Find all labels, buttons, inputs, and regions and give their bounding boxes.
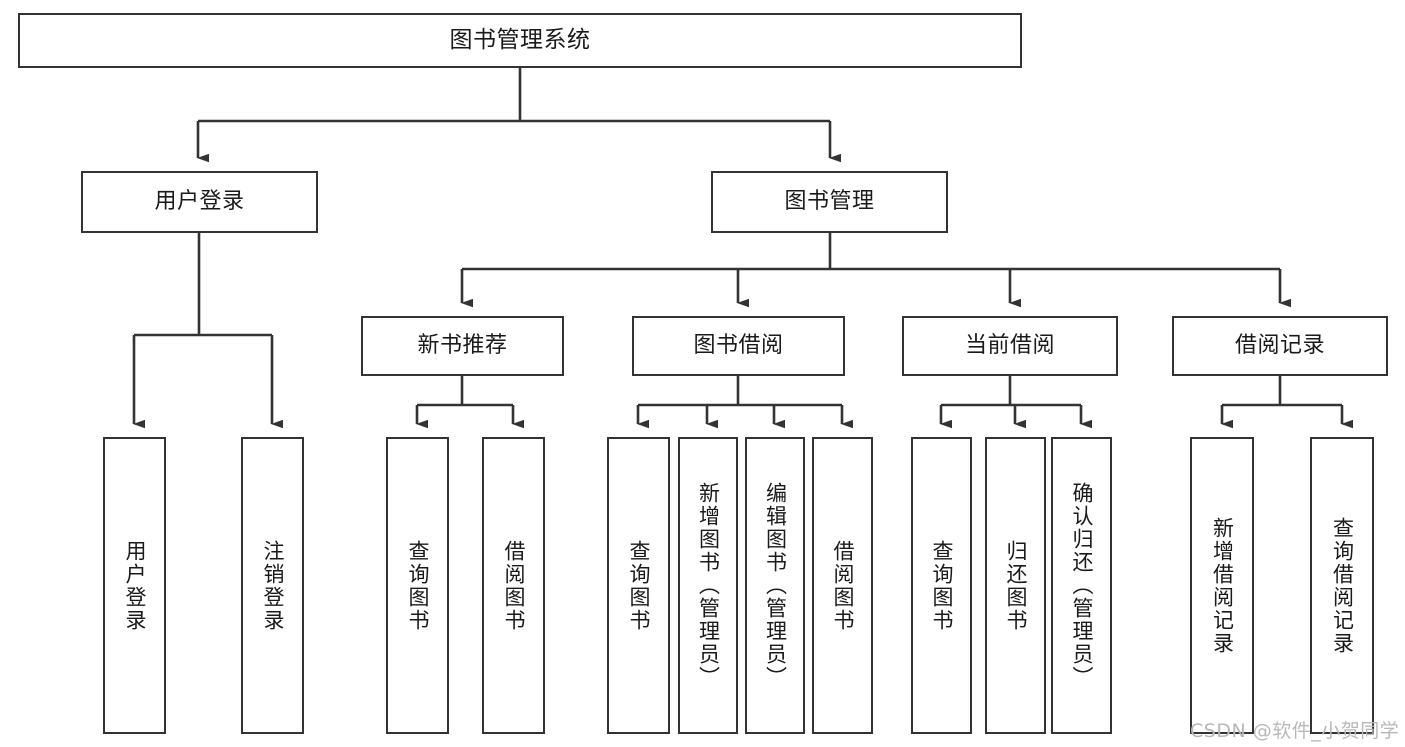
leaf-query-book-current[interactable]: 查询图书	[911, 437, 972, 734]
leaf-label: 新增图书（管理员）	[696, 482, 721, 689]
leaf-label: 查询图书	[405, 539, 430, 632]
edges-records-to-leaves	[1220, 376, 1353, 429]
node-root-system[interactable]: 图书管理系统	[18, 13, 1022, 68]
leaf-add-book-admin[interactable]: 新增图书（管理员）	[678, 437, 738, 734]
node-label: 借阅记录	[1234, 332, 1325, 358]
leaf-edit-book-admin[interactable]: 编辑图书（管理员）	[745, 437, 805, 734]
node-label: 图书管理系统	[449, 26, 591, 53]
leaf-confirm-return-admin[interactable]: 确认归还（管理员）	[1051, 437, 1112, 734]
leaf-label: 查询借阅记录	[1330, 516, 1355, 655]
leaf-label: 借阅图书	[830, 539, 855, 632]
leaf-label: 查询图书	[929, 539, 954, 632]
leaf-query-book-borrow[interactable]: 查询图书	[607, 437, 670, 734]
node-current-borrow[interactable]: 当前借阅	[902, 316, 1118, 376]
edges-current-to-leaves	[939, 376, 1092, 429]
node-user-login[interactable]: 用户登录	[81, 171, 318, 233]
edges-userlogin-to-leaves	[132, 233, 283, 429]
node-new-book-recommend[interactable]: 新书推荐	[361, 316, 564, 376]
leaf-query-book-recommend[interactable]: 查询图书	[386, 437, 449, 734]
node-book-management[interactable]: 图书管理	[711, 171, 948, 233]
node-label: 图书管理	[784, 188, 875, 214]
csdn-watermark: CSDN @软件_小贺同学	[1190, 720, 1400, 742]
leaf-label: 借阅图书	[501, 539, 526, 632]
leaf-logout[interactable]: 注销登录	[241, 437, 304, 734]
leaf-label: 查询图书	[626, 539, 651, 632]
node-label: 用户登录	[154, 188, 245, 214]
node-label: 当前借阅	[964, 332, 1055, 358]
leaf-return-book[interactable]: 归还图书	[985, 437, 1046, 734]
leaf-query-borrow-record[interactable]: 查询借阅记录	[1310, 437, 1374, 734]
leaf-user-login[interactable]: 用户登录	[103, 437, 166, 734]
edges-root-to-level2	[196, 68, 841, 163]
leaf-label: 归还图书	[1003, 539, 1028, 632]
leaf-borrow-book[interactable]: 借阅图书	[812, 437, 873, 734]
leaf-label: 确认归还（管理员）	[1069, 482, 1094, 689]
leaf-label: 编辑图书（管理员）	[763, 482, 788, 689]
leaf-add-borrow-record[interactable]: 新增借阅记录	[1190, 437, 1254, 734]
node-label: 新书推荐	[417, 332, 508, 358]
leaf-label: 用户登录	[122, 539, 147, 632]
edges-newbook-to-leaves	[415, 376, 524, 429]
leaf-label: 新增借阅记录	[1210, 516, 1235, 655]
node-book-borrow[interactable]: 图书借阅	[632, 316, 845, 376]
node-label: 图书借阅	[693, 332, 784, 358]
leaf-label: 注销登录	[260, 539, 285, 632]
edges-bookmgmt-to-level3	[460, 233, 1291, 308]
node-borrow-records[interactable]: 借阅记录	[1172, 316, 1388, 376]
edges-borrow-to-leaves	[636, 376, 853, 429]
leaf-borrow-book-recommend[interactable]: 借阅图书	[482, 437, 545, 734]
